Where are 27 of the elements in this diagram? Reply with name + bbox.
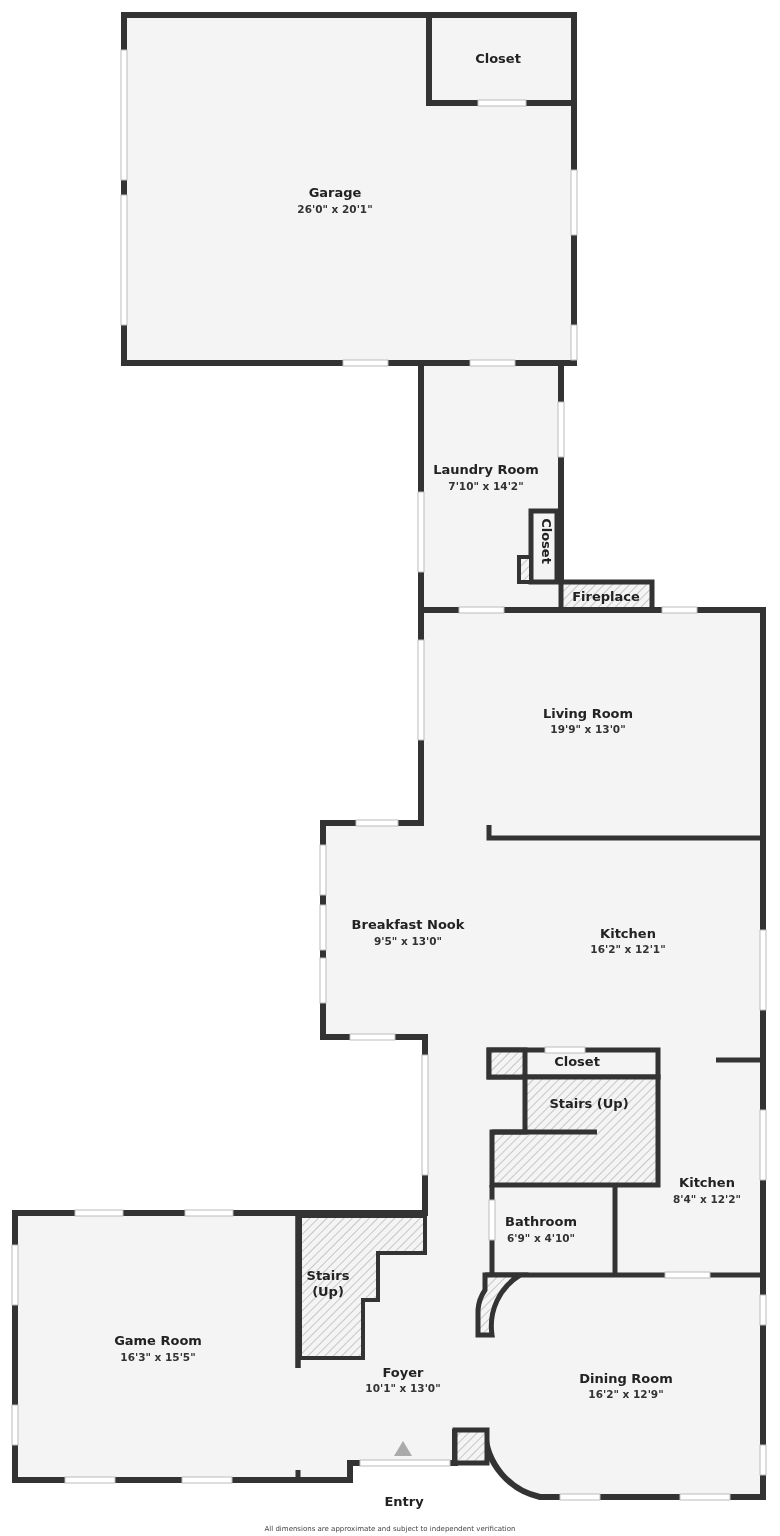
room-dimensions: 9'5" x 13'0": [374, 934, 442, 948]
room-name: Closet: [554, 1054, 600, 1070]
room-name: Closet: [538, 518, 554, 564]
room-name: Kitchen: [600, 926, 656, 942]
room-name: Kitchen: [679, 1175, 735, 1191]
room-name: Fireplace: [572, 589, 640, 605]
entry-label: Entry: [384, 1494, 424, 1510]
room-name: Bathroom: [505, 1214, 577, 1230]
room-name: Closet: [475, 51, 521, 67]
room-dimensions: 16'2" x 12'1": [590, 942, 666, 956]
room-dimensions: 16'2" x 12'9": [588, 1387, 664, 1401]
room-name: Breakfast Nook: [351, 917, 465, 933]
room-name: Dining Room: [579, 1371, 673, 1387]
room-dimensions: 19'9" x 13'0": [550, 722, 626, 736]
room-name: Laundry Room: [433, 462, 539, 478]
room-name: Stairs (Up): [305, 1268, 351, 1300]
room-dimensions: 7'10" x 14'2": [448, 479, 524, 493]
room-name: Foyer: [382, 1365, 424, 1381]
room-name: Garage: [308, 185, 362, 201]
room-dimensions: 8'4" x 12'2": [673, 1192, 741, 1206]
room-dimensions: 16'3" x 15'5": [120, 1350, 196, 1364]
room-name: Living Room: [542, 706, 634, 722]
room-name: Game Room: [114, 1333, 202, 1349]
room-name: Stairs (Up): [549, 1096, 629, 1112]
room-dimensions: 26'0" x 20'1": [297, 202, 373, 216]
room-dimensions: 10'1" x 13'0": [365, 1381, 441, 1395]
room-dimensions: 6'9" x 4'10": [507, 1231, 575, 1245]
